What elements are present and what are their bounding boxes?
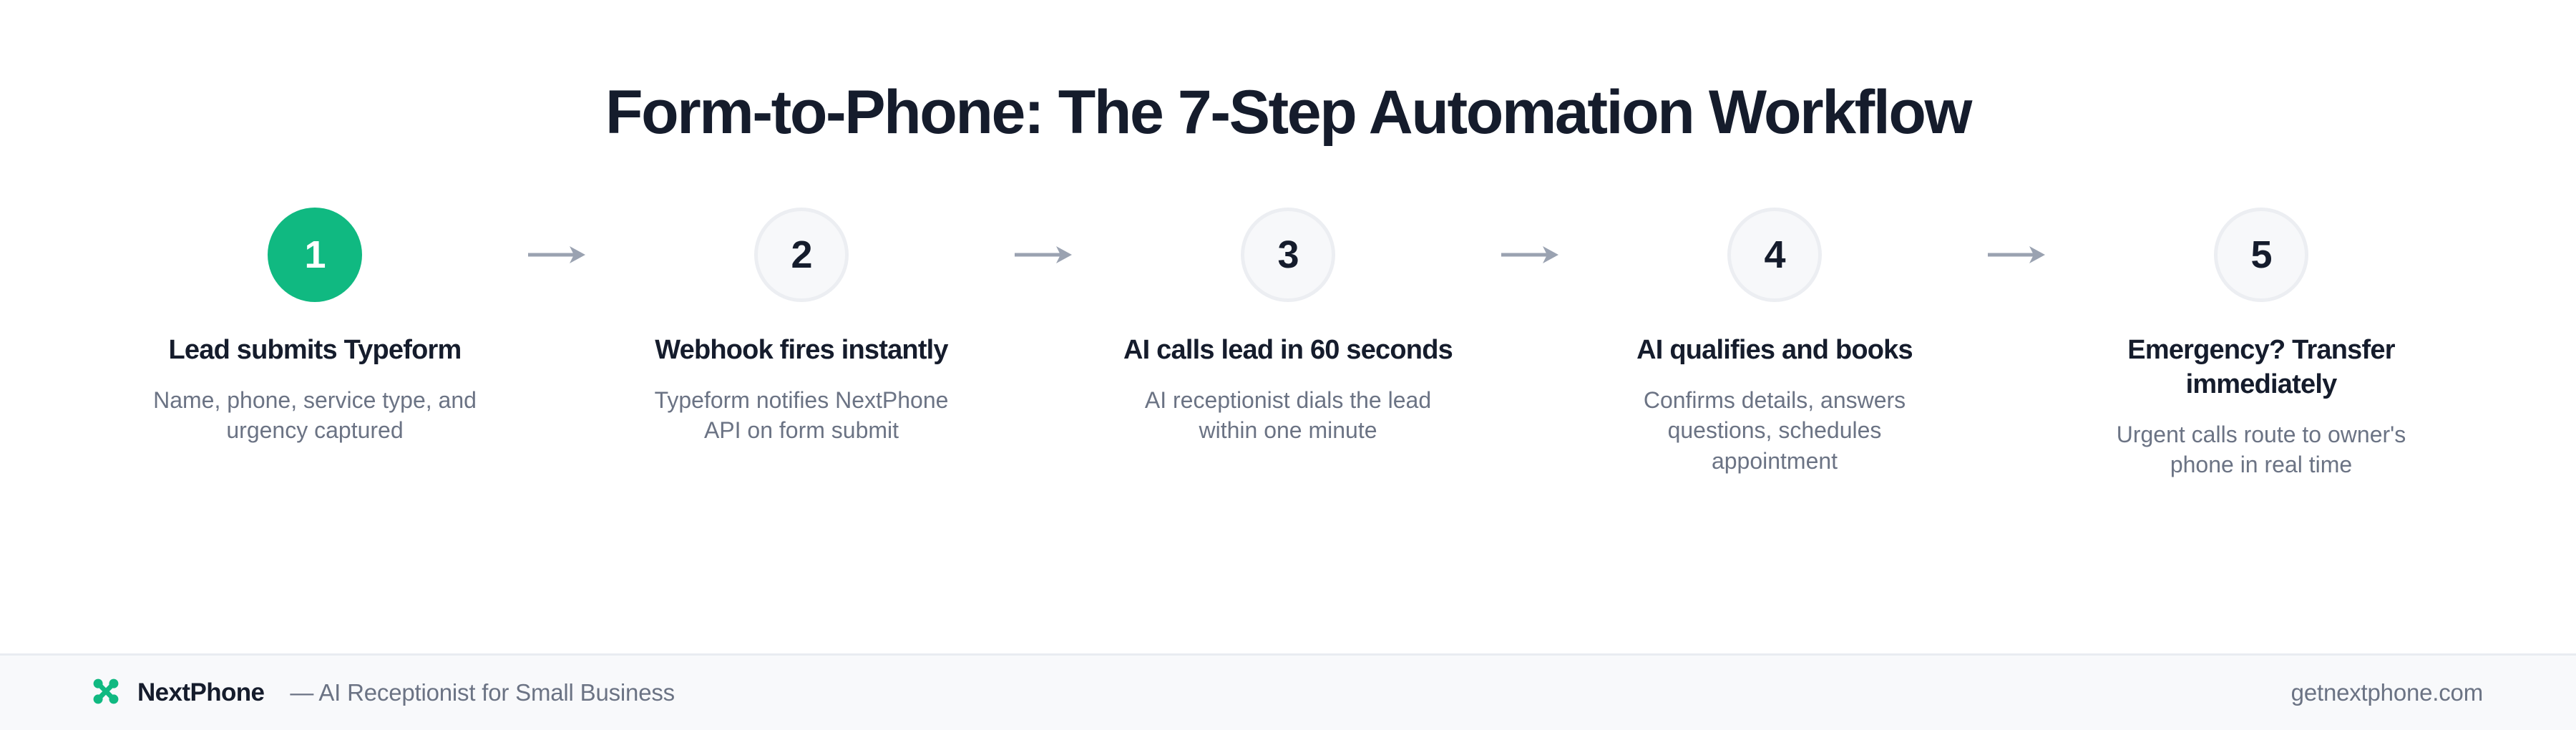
page-title: Form-to-Phone: The 7-Step Automation Wor… bbox=[605, 78, 1972, 147]
step-number-4: 4 bbox=[1764, 233, 1785, 277]
step-description-5: Urgent calls route to owner's phone in r… bbox=[2116, 422, 2406, 478]
step-number-badge-2: 2 bbox=[754, 208, 849, 303]
step-number-badge-1: 1 bbox=[268, 208, 362, 303]
arrow-right-icon bbox=[1961, 208, 2075, 302]
step-title-5: Emergency? Transfer immediately bbox=[2127, 335, 2395, 400]
step-number-badge-4: 4 bbox=[1727, 208, 1822, 303]
step-number-2: 2 bbox=[791, 233, 812, 277]
step-title-3: AI calls lead in 60 seconds bbox=[1123, 335, 1453, 366]
step-description-3: AI receptionist dials the lead within on… bbox=[1144, 387, 1432, 444]
footer-brand-group: NextPhone — AI Receptionist for Small Bu… bbox=[93, 678, 675, 708]
step-number-5: 5 bbox=[2250, 233, 2272, 277]
brand-name: NextPhone bbox=[137, 678, 265, 706]
step-number-badge-3: 3 bbox=[1241, 208, 1335, 303]
step-title-2: Webhook fires instantly bbox=[655, 335, 948, 366]
step-description-4: Confirms details, answers questions, sch… bbox=[1643, 387, 1906, 474]
arrow-right-icon bbox=[501, 208, 615, 302]
footer-bar: NextPhone — AI Receptionist for Small Bu… bbox=[0, 653, 2576, 730]
workflow-step-3: 3 AI calls lead in 60 seconds AI recepti… bbox=[1102, 208, 1474, 445]
step-number-1: 1 bbox=[304, 233, 326, 277]
step-title-1: Lead submits Typeform bbox=[168, 335, 462, 366]
workflow-step-5: 5 Emergency? Transfer immediately Urgent… bbox=[2075, 208, 2447, 480]
brand-tagline: — AI Receptionist for Small Business bbox=[290, 679, 675, 706]
step-number-badge-5: 5 bbox=[2214, 208, 2308, 303]
workflow-step-4: 4 AI qualifies and books Confirms detail… bbox=[1589, 208, 1961, 476]
step-title-4: AI qualifies and books bbox=[1636, 335, 1913, 366]
workflow-step-2: 2 Webhook fires instantly Typeform notif… bbox=[615, 208, 987, 445]
step-number-3: 3 bbox=[1277, 233, 1299, 277]
footer-url: getnextphone.com bbox=[2290, 679, 2484, 706]
step-description-2: Typeform notifies NextPhone API on form … bbox=[654, 387, 949, 444]
workflow-step-1: 1 Lead submits Typeform Name, phone, ser… bbox=[129, 208, 501, 445]
step-description-1: Name, phone, service type, and urgency c… bbox=[153, 387, 477, 444]
arrow-right-icon bbox=[987, 208, 1102, 302]
workflow-steps-strip: 1 Lead submits Typeform Name, phone, ser… bbox=[0, 208, 2576, 653]
arrow-right-icon bbox=[1474, 208, 1589, 302]
title-section: Form-to-Phone: The 7-Step Automation Wor… bbox=[0, 0, 2576, 145]
clover-x-logo-icon bbox=[93, 678, 119, 708]
